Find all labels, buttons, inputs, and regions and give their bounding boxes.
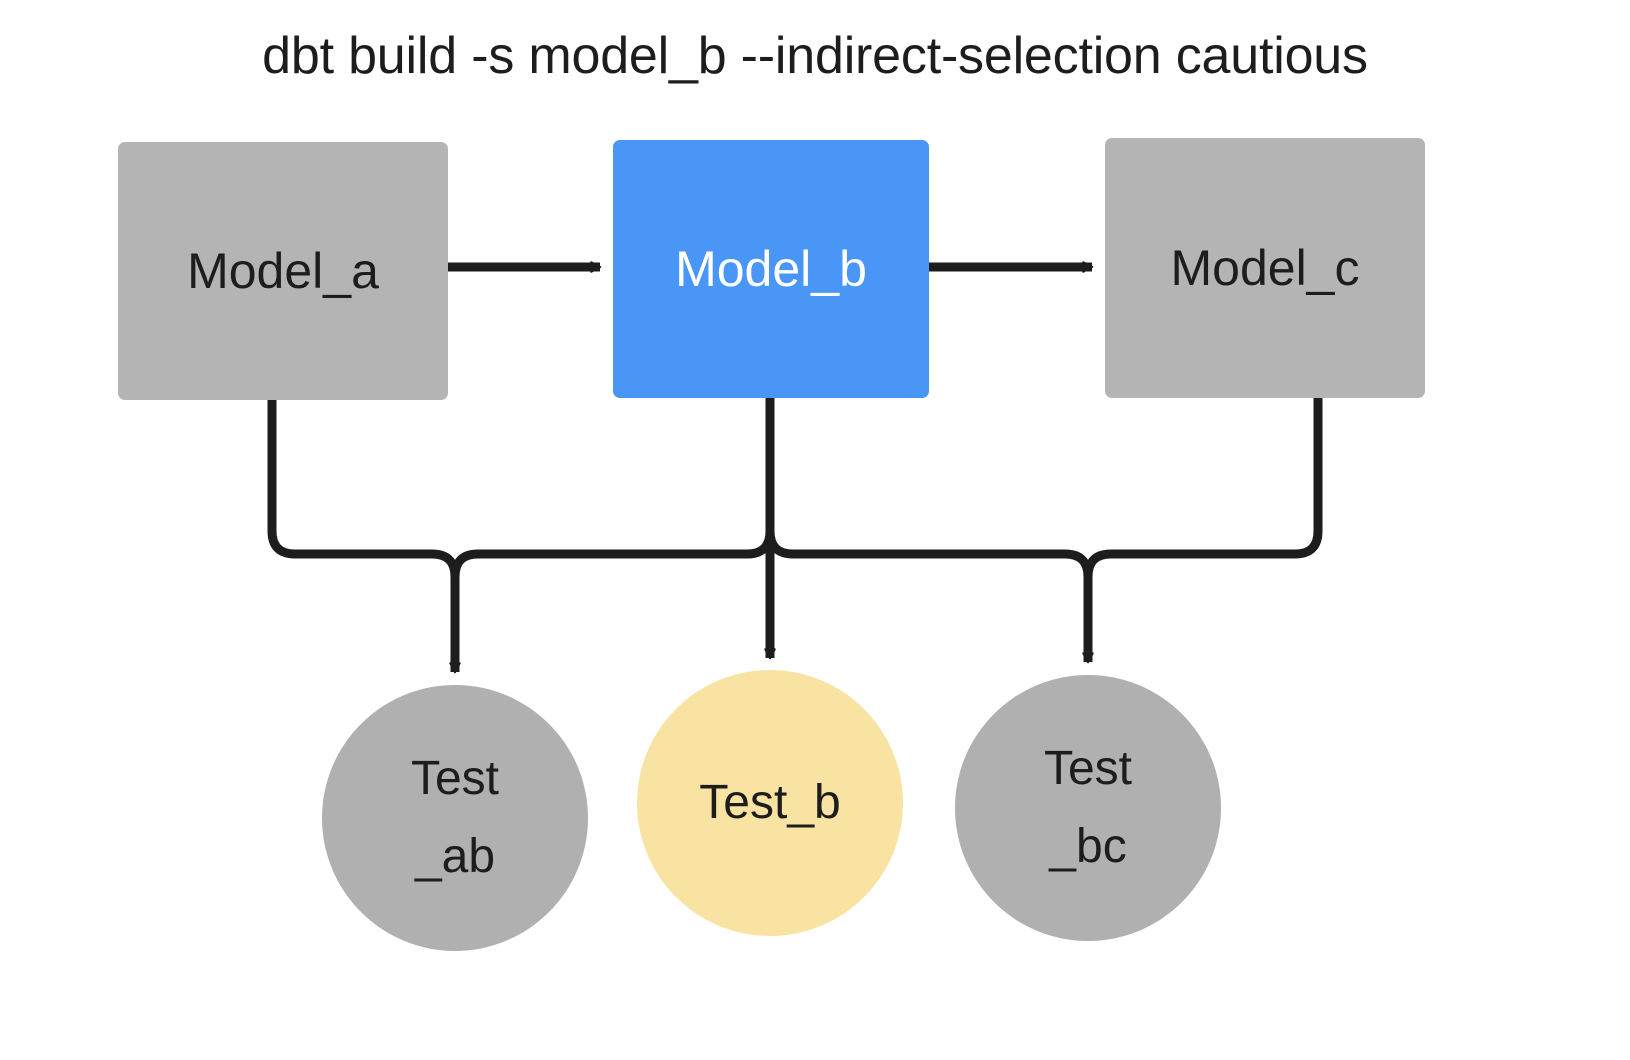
page-title: dbt build -s model_b --indirect-selectio… (262, 27, 1368, 85)
node-model-c-label: Model_c (1170, 240, 1360, 296)
node-model-b-label: Model_b (675, 241, 867, 297)
node-test-ab-label-line1: Test (410, 752, 500, 805)
node-model-b[interactable]: Model_b (613, 140, 929, 398)
node-model-c[interactable]: Model_c (1105, 138, 1425, 398)
node-test-bc-label-line1: Test (1043, 742, 1133, 795)
edge-model-b-to-test-bc (765, 398, 1093, 662)
node-model-a-label: Model_a (187, 243, 379, 299)
node-test-bc[interactable]: Test _bc (955, 675, 1221, 941)
node-test-ab[interactable]: Test _ab (322, 685, 588, 951)
edge-model-c-to-test-bc (1082, 398, 1323, 664)
node-test-ab-label-line2: _ab (414, 830, 496, 883)
node-model-a[interactable]: Model_a (118, 142, 448, 400)
node-test-b-label-line1: Test_b (699, 776, 841, 829)
node-test-b[interactable]: Test_b (637, 670, 903, 936)
node-test-bc-label-line2: _bc (1049, 820, 1127, 873)
edge-model-b-to-test-ab (450, 398, 775, 672)
edge-model-a-to-test-ab (267, 400, 461, 674)
